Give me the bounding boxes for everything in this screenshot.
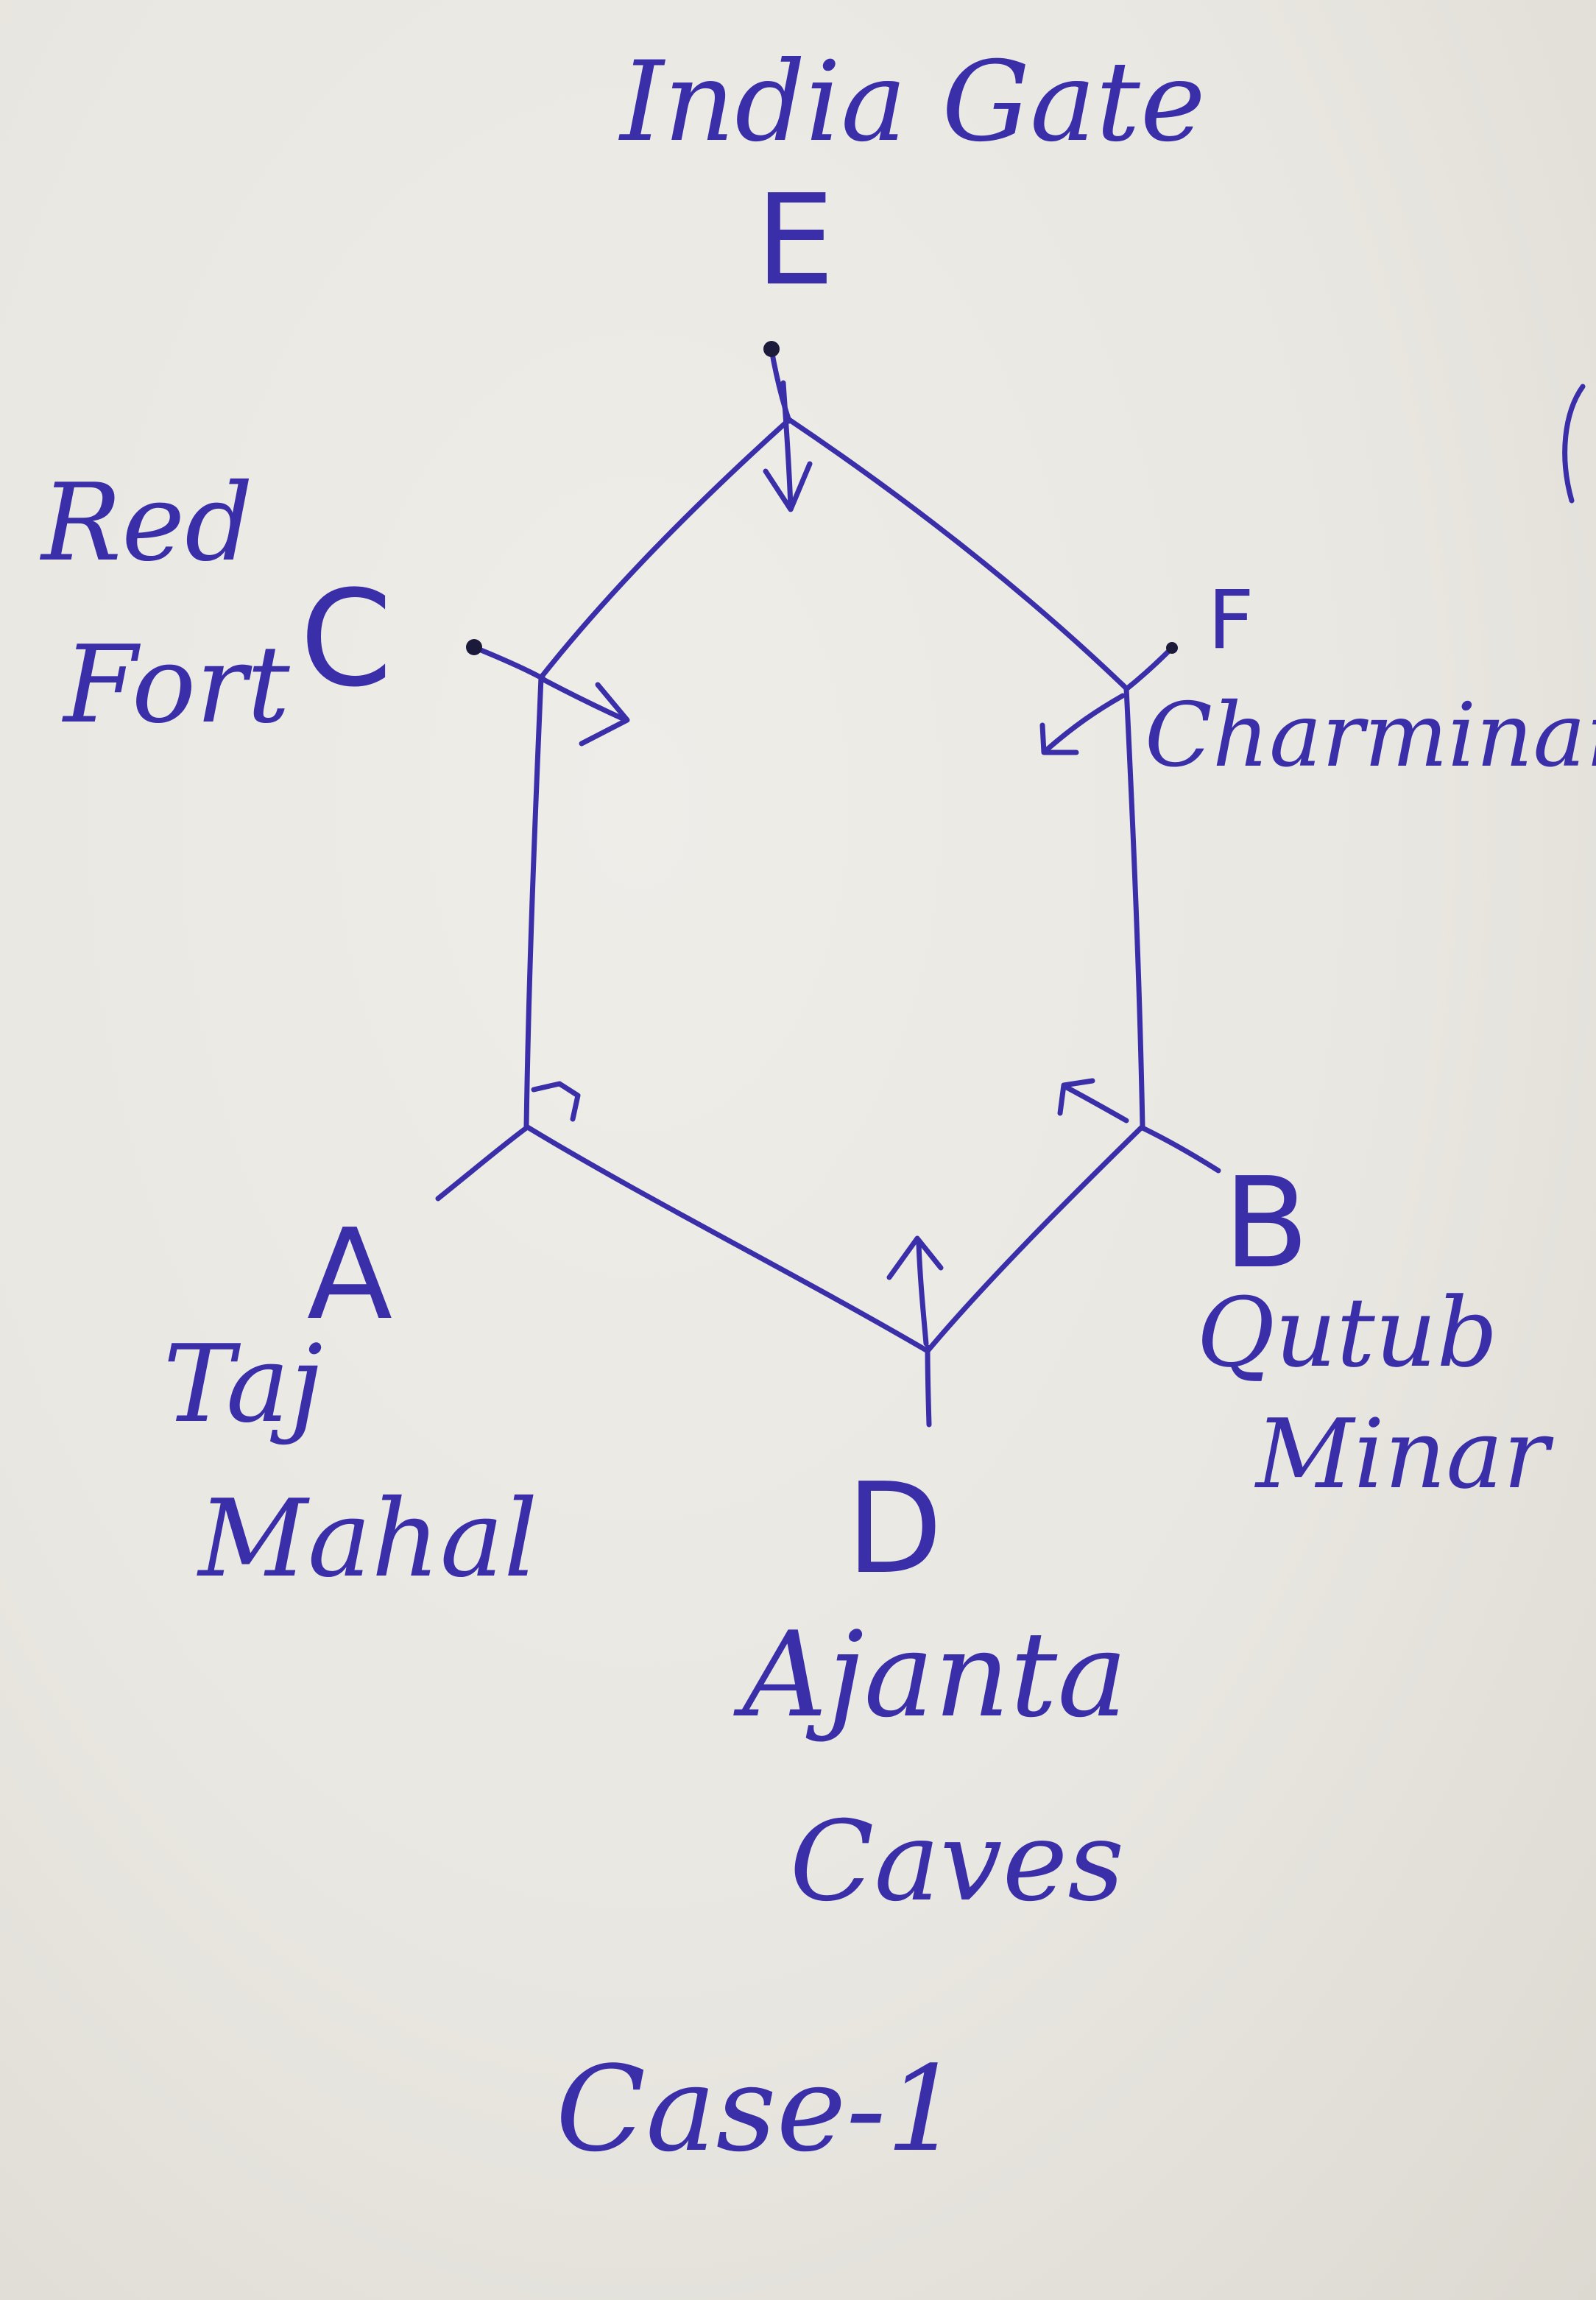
label-letter-b: B xyxy=(1224,1151,1310,1297)
entry-dot-f xyxy=(1166,642,1178,654)
arrow-e-shaft xyxy=(780,380,794,511)
label-ajanta: Ajanta xyxy=(732,1606,1127,1743)
label-letter-c: C xyxy=(300,562,392,716)
entry-line-f xyxy=(1123,646,1173,692)
arrow-c-shaft xyxy=(542,677,629,723)
arrow-d-head xyxy=(886,1235,944,1280)
entry-dot-e xyxy=(763,341,780,357)
label-letter-e: E xyxy=(755,168,834,314)
label-taj: Taj xyxy=(163,1322,323,1447)
entry-line-a xyxy=(435,1125,529,1202)
edge-taj-to-ajanta xyxy=(523,1123,931,1354)
entry-line-d xyxy=(925,1344,932,1428)
edge-bracket-mark xyxy=(1562,384,1586,504)
label-caves: Caves xyxy=(790,1798,1125,1926)
label-letter-a: A xyxy=(307,1202,392,1348)
hexagon-edges xyxy=(523,417,1145,1354)
entry-line-b xyxy=(1140,1125,1221,1174)
label-minar: Minar xyxy=(1254,1398,1554,1510)
arrow-f-shaft xyxy=(1042,693,1126,754)
label-red: Red xyxy=(39,461,253,585)
label-mahal: Mahal xyxy=(196,1477,537,1601)
entry-line-c xyxy=(473,645,546,682)
arrow-d-shaft xyxy=(916,1241,929,1347)
edge-top-to-fort xyxy=(538,417,792,680)
edge-fort-to-taj xyxy=(523,674,544,1129)
arrow-a-head xyxy=(531,1081,581,1122)
label-fort: Fort xyxy=(61,623,290,747)
caption-case: Case-1 xyxy=(556,2040,961,2178)
arrow-c-head xyxy=(579,682,630,747)
entry-strokes xyxy=(435,341,1221,1428)
edge-top-to-charminar xyxy=(786,417,1129,691)
label-qutub: Qutub xyxy=(1196,1277,1498,1389)
arrow-e-head xyxy=(763,461,813,512)
arrow-b-shaft xyxy=(1061,1083,1129,1123)
label-letter-f: F xyxy=(1207,573,1254,667)
label-letter-d: D xyxy=(847,1456,943,1602)
edge-charminar-to-qutub xyxy=(1123,685,1145,1129)
label-charminar: Charminar xyxy=(1145,685,1596,787)
direction-arrows xyxy=(531,380,1129,1347)
node-labels: India Gate E Red Fort C F Charminar A Ta… xyxy=(39,38,1596,2178)
arrow-b-head xyxy=(1057,1078,1095,1116)
label-india-gate: India Gate xyxy=(618,38,1205,166)
entry-dot-c xyxy=(466,639,482,655)
edge-qutub-to-ajanta xyxy=(925,1123,1145,1354)
arrow-f-head xyxy=(1039,722,1079,755)
